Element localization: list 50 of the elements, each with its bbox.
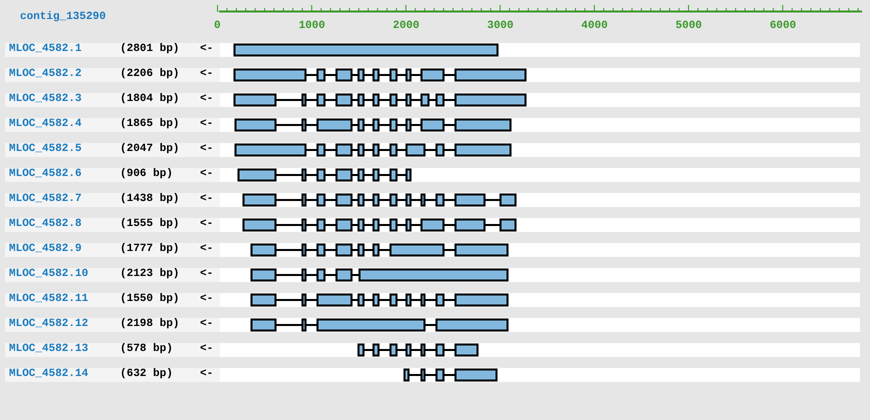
- strand-indicator: <-: [200, 268, 214, 281]
- transcript-name: MLOC_4582.1: [9, 43, 82, 56]
- transcript-name: MLOC_4582.7: [9, 193, 82, 206]
- tick-label: 6000: [770, 20, 796, 33]
- strand-indicator: <-: [200, 193, 214, 206]
- strand-indicator: <-: [200, 93, 214, 106]
- strand-indicator: <-: [200, 68, 214, 81]
- strand-indicator: <-: [200, 168, 214, 181]
- tick-label: 5000: [676, 20, 702, 33]
- transcript-length: (2801 bp): [120, 43, 180, 56]
- transcript-length: (1865 bp): [120, 118, 180, 131]
- transcript-length: (1438 bp): [120, 193, 180, 206]
- transcript-length: (1777 bp): [120, 243, 180, 256]
- strand-indicator: <-: [200, 43, 214, 56]
- transcript-name: MLOC_4582.10: [9, 268, 88, 281]
- strand-indicator: <-: [200, 293, 214, 306]
- strand-indicator: <-: [200, 343, 214, 356]
- transcript-name: MLOC_4582.14: [9, 368, 88, 381]
- strand-indicator: <-: [200, 318, 214, 331]
- tick-label: 1000: [298, 20, 326, 33]
- transcript-name: MLOC_4582.2: [9, 68, 82, 81]
- transcript-name: MLOC_4582.9: [9, 243, 82, 256]
- strand-indicator: <-: [200, 243, 214, 256]
- transcript-length: (1804 bp): [120, 93, 180, 106]
- tick-label: 0: [214, 20, 221, 33]
- strand-indicator: <-: [200, 218, 214, 231]
- transcript-length: (632 bp): [120, 368, 173, 381]
- transcript-length: (578 bp): [120, 343, 173, 356]
- transcript-name: MLOC_4582.8: [9, 218, 82, 231]
- transcript-name: MLOC_4582.4: [9, 118, 82, 131]
- contig-name: contig_135290: [20, 11, 106, 24]
- transcript-name: MLOC_4582.3: [9, 93, 82, 106]
- transcript-length: (2198 bp): [120, 318, 180, 331]
- transcript-length: (2123 bp): [120, 268, 180, 281]
- transcript-length: (2206 bp): [120, 68, 180, 81]
- tick-label: 2000: [392, 20, 420, 33]
- strand-indicator: <-: [200, 143, 214, 156]
- transcript-name: MLOC_4582.12: [9, 318, 88, 331]
- tick-label: 4000: [581, 20, 608, 33]
- transcript-length: (906 bp): [120, 168, 173, 181]
- transcript-name: MLOC_4582.5: [9, 143, 82, 156]
- transcript-name: MLOC_4582.13: [9, 343, 88, 356]
- transcript-name: MLOC_4582.11: [9, 293, 88, 306]
- transcript-length: (2047 bp): [120, 143, 180, 156]
- transcript-length: (1555 bp): [120, 218, 180, 231]
- strand-indicator: <-: [200, 118, 214, 131]
- strand-indicator: <-: [200, 368, 214, 381]
- tick-label: 3000: [487, 20, 514, 33]
- transcript-name: MLOC_4582.6: [9, 168, 82, 181]
- transcript-length: (1550 bp): [120, 293, 180, 306]
